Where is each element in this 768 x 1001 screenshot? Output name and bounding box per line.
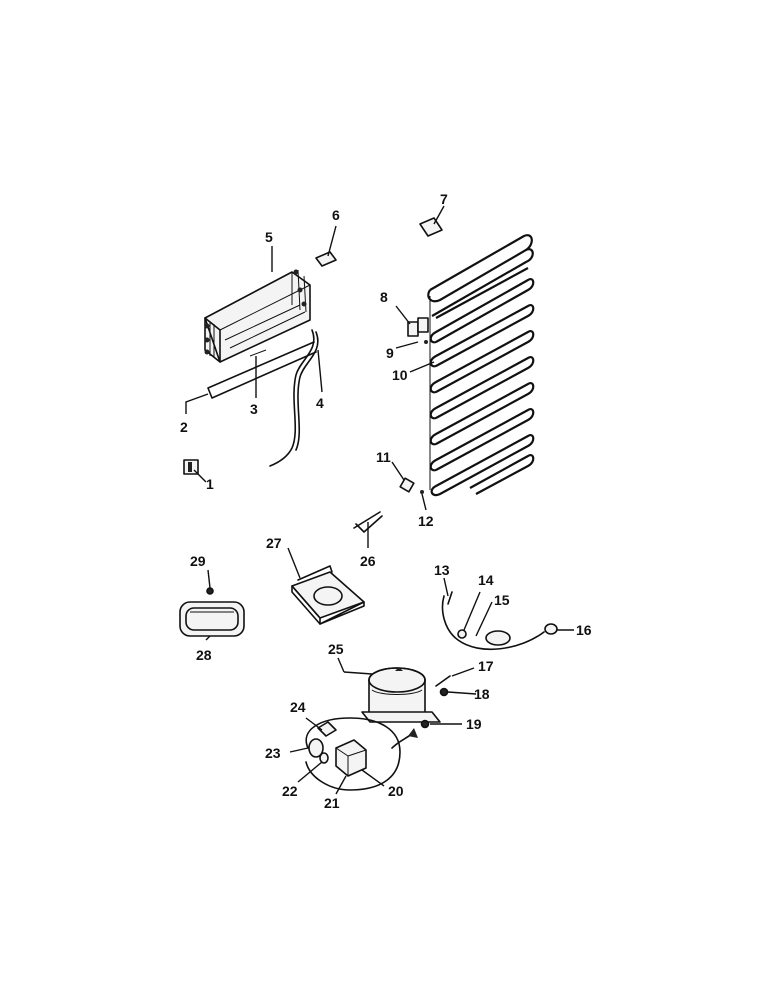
label-10: 10	[392, 367, 408, 383]
bracket-part-7	[419, 217, 443, 237]
evaporator-part	[204, 269, 311, 363]
washer-part	[420, 719, 430, 729]
leader-lines	[185, 205, 574, 795]
mounting-plate-part	[291, 565, 365, 625]
label-22: 22	[282, 783, 298, 799]
label-27: 27	[266, 535, 282, 551]
heater-part	[207, 341, 317, 399]
condenser-coil-part	[427, 234, 535, 497]
label-3: 3	[250, 401, 258, 417]
label-12: 12	[418, 513, 434, 529]
label-8: 8	[380, 289, 388, 305]
condenser-bracket-part	[407, 317, 429, 344]
power-cord-part	[441, 591, 558, 651]
label-5: 5	[265, 229, 273, 245]
drain-tube-part	[269, 329, 315, 467]
label-14: 14	[478, 572, 494, 588]
label-24: 24	[290, 699, 306, 715]
label-17: 17	[478, 658, 494, 674]
label-13: 13	[434, 562, 450, 578]
pan-screw-part	[206, 587, 214, 595]
label-4: 4	[316, 395, 324, 411]
part-labels: 1 2 3 4 5 6 7 8 9 10 11 12 13 14 15 16 1…	[180, 191, 592, 811]
label-25: 25	[328, 641, 344, 657]
label-11: 11	[376, 449, 391, 465]
label-23: 23	[265, 745, 281, 761]
label-20: 20	[388, 783, 404, 799]
label-7: 7	[440, 191, 448, 207]
label-1: 1	[206, 476, 214, 492]
bracket-part-6	[315, 251, 337, 267]
label-28: 28	[196, 647, 212, 663]
label-26: 26	[360, 553, 376, 569]
retainer-part	[353, 511, 383, 533]
label-29: 29	[190, 553, 206, 569]
label-18: 18	[474, 686, 490, 702]
service-tube-part	[435, 675, 451, 687]
grommet-part	[439, 687, 449, 697]
label-19: 19	[466, 716, 482, 732]
drain-pan-part	[179, 601, 245, 637]
label-16: 16	[576, 622, 592, 638]
label-6: 6	[332, 207, 340, 223]
relay-inset	[305, 717, 418, 791]
label-21: 21	[324, 795, 340, 811]
label-9: 9	[386, 345, 394, 361]
label-15: 15	[494, 592, 510, 608]
spacer-part	[399, 477, 415, 493]
label-2: 2	[180, 419, 188, 435]
compressor-part	[361, 667, 441, 723]
